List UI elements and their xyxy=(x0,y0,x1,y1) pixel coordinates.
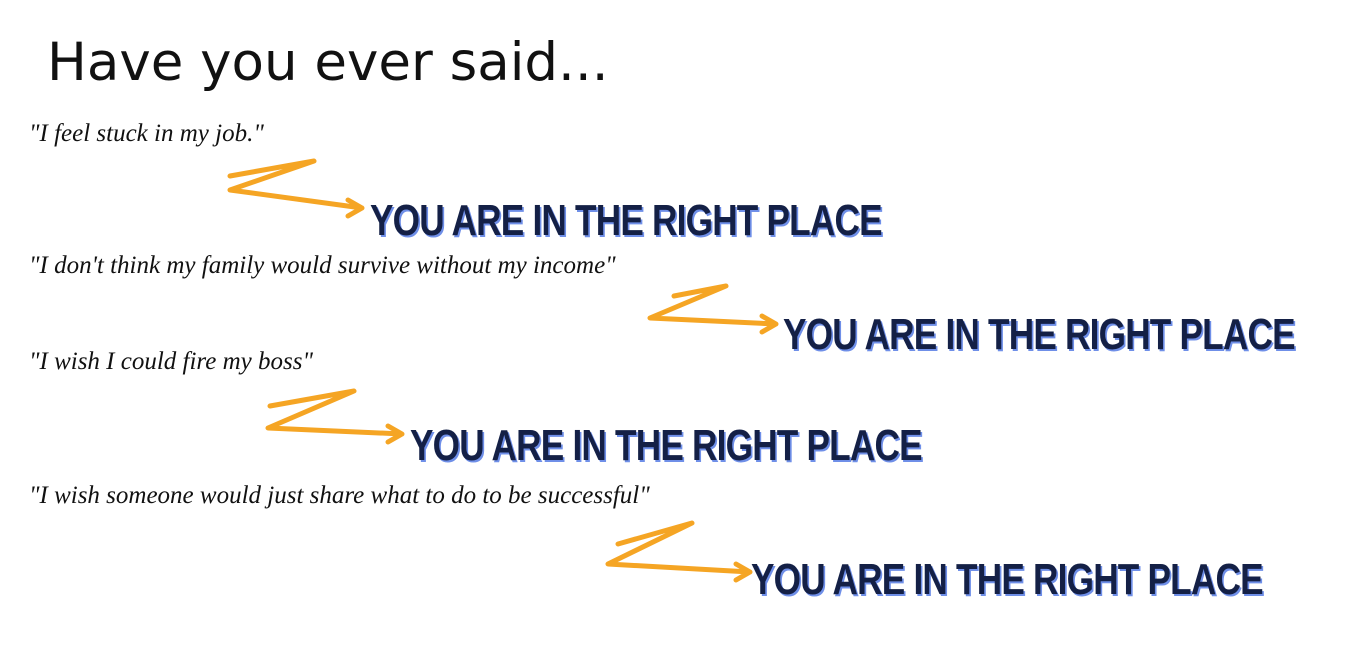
response-3: YOU ARE IN THE RIGHT PLACE xyxy=(410,421,923,470)
arrow-icon xyxy=(605,520,753,583)
quote-3: "I wish I could fire my boss" xyxy=(29,348,313,375)
arrow-icon xyxy=(227,158,365,219)
quote-4: "I wish someone would just share what to… xyxy=(29,482,650,509)
headline: Have you ever said... xyxy=(47,32,609,93)
quote-2: "I don't think my family would survive w… xyxy=(29,252,616,279)
response-1: YOU ARE IN THE RIGHT PLACE xyxy=(370,196,883,245)
arrow-icon xyxy=(647,283,779,335)
quote-1: "I feel stuck in my job." xyxy=(29,120,264,147)
arrow-icon xyxy=(265,388,405,445)
response-2: YOU ARE IN THE RIGHT PLACE xyxy=(783,310,1296,359)
response-4: YOU ARE IN THE RIGHT PLACE xyxy=(751,555,1264,604)
